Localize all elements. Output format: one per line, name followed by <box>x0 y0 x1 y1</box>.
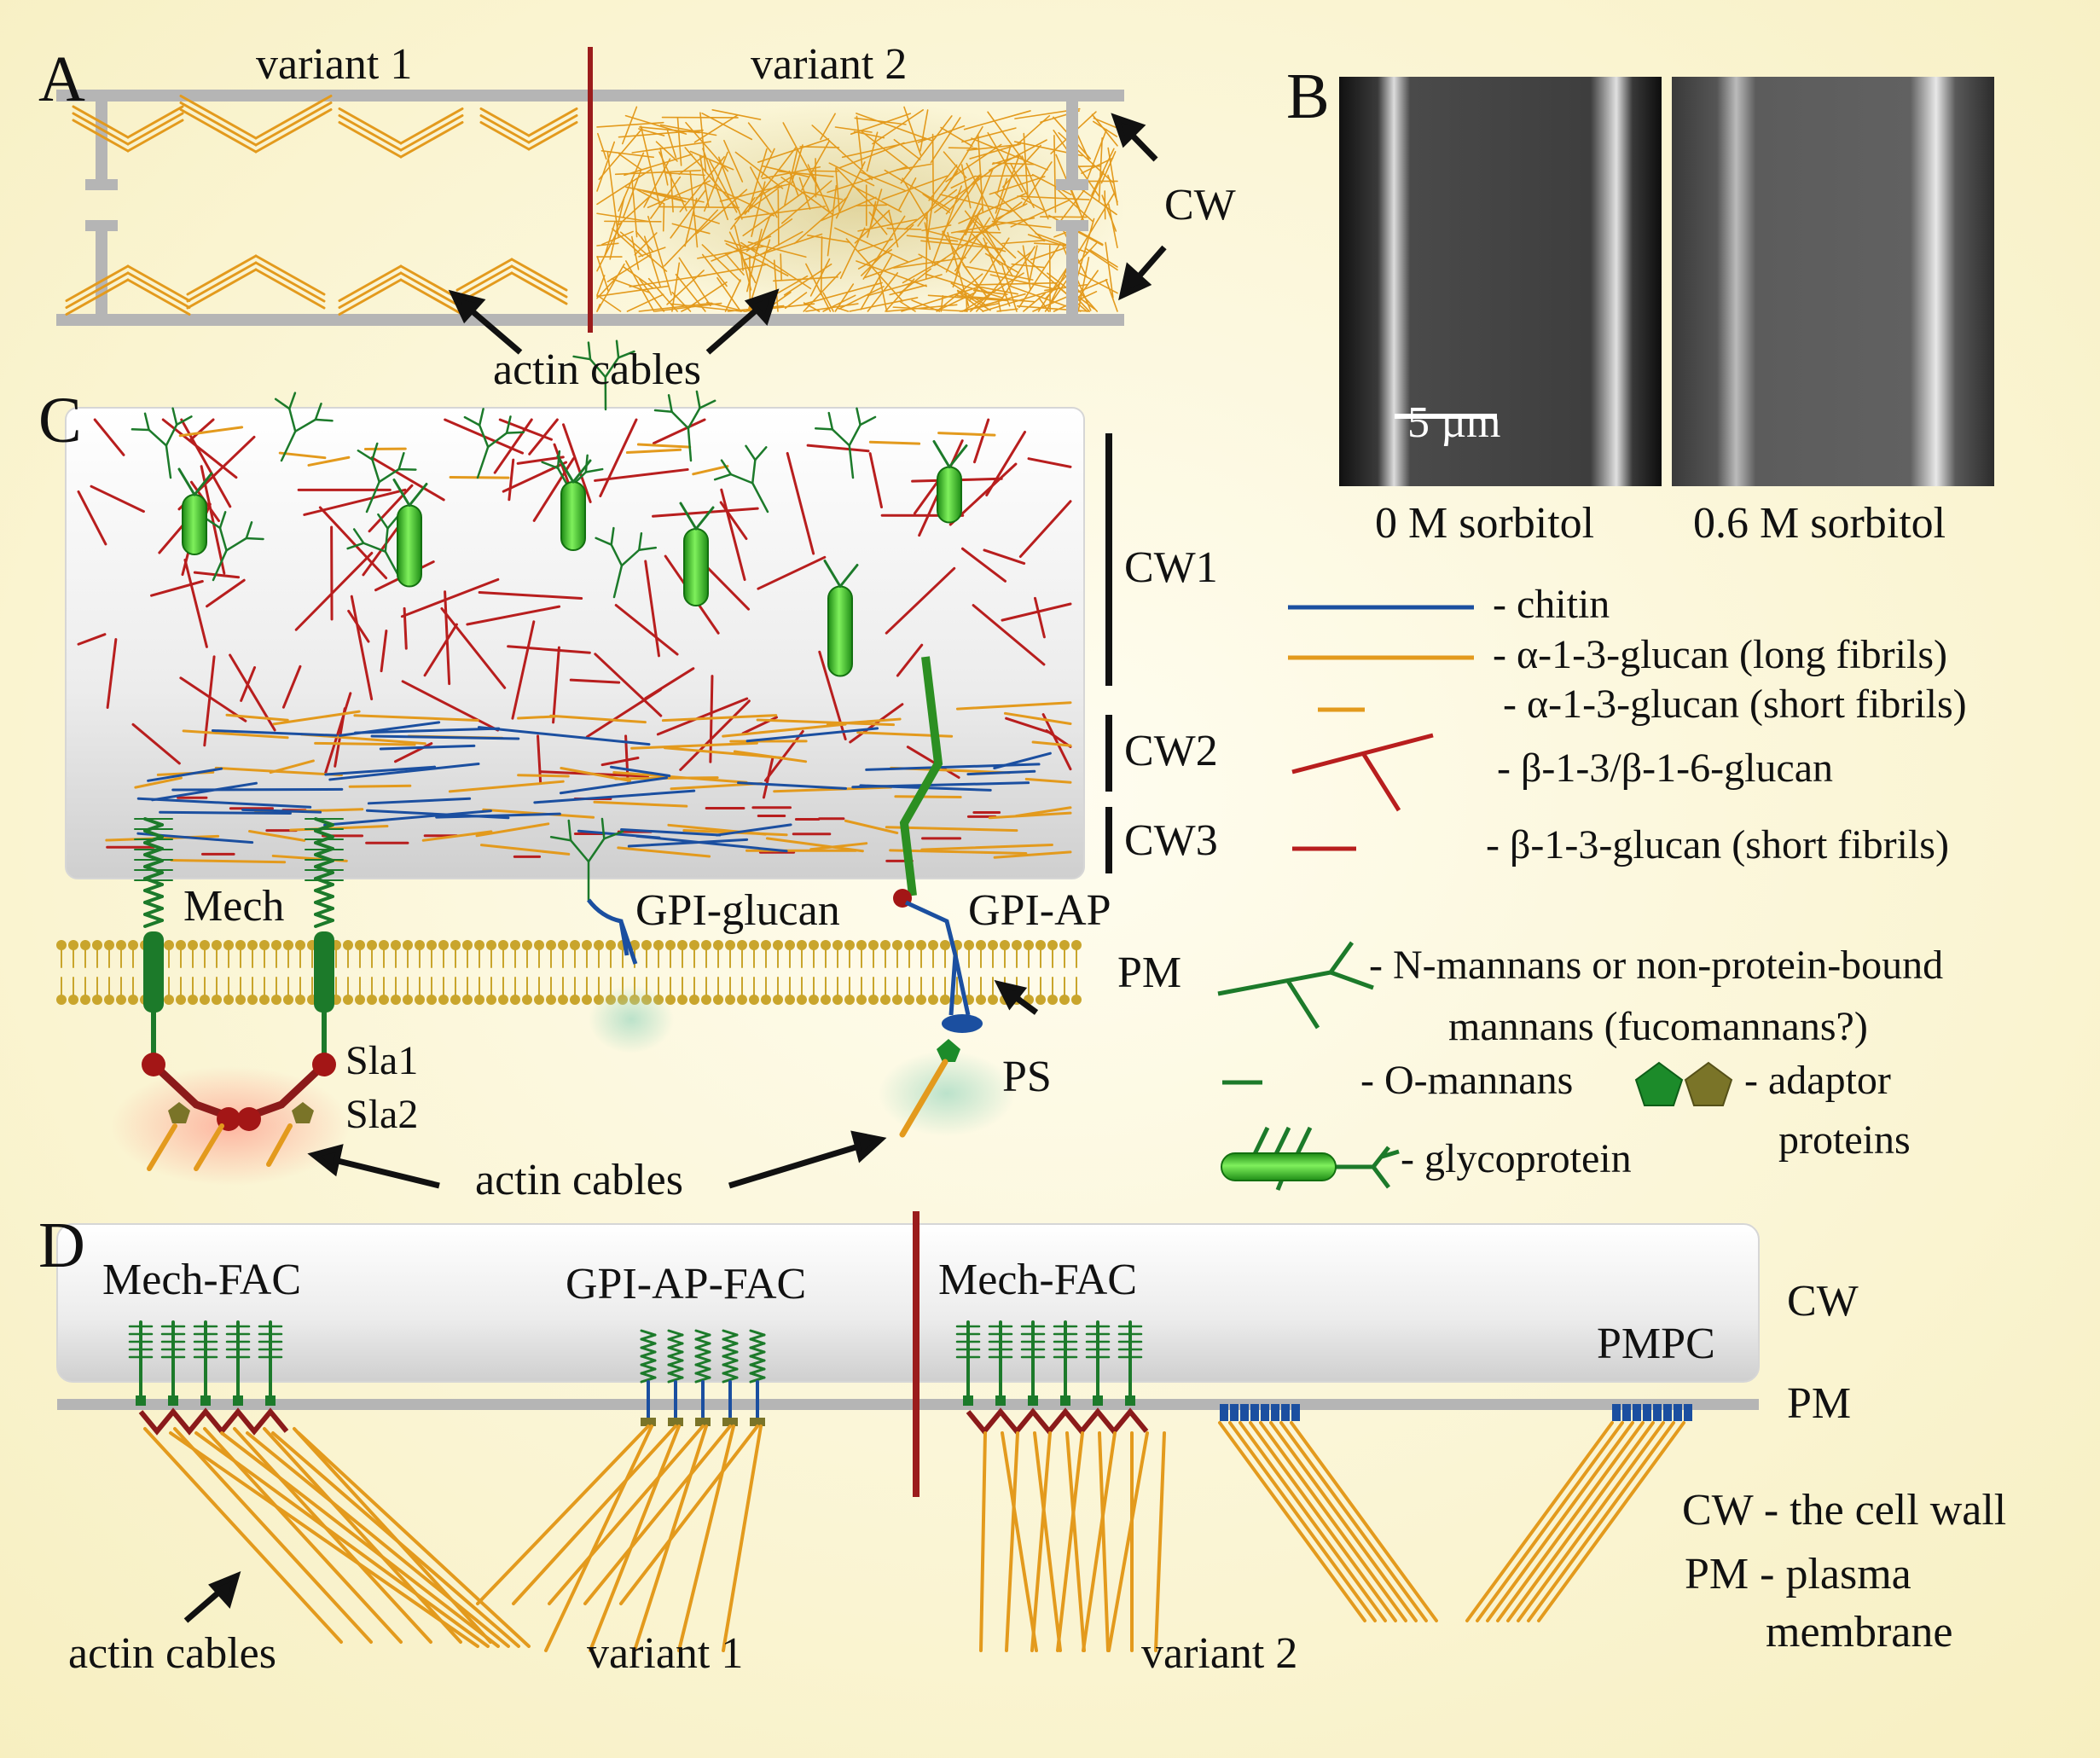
legend-beta-branch <box>1291 733 1434 812</box>
septum-right-cap-top <box>1056 179 1088 190</box>
septum-right-bottom <box>1066 220 1078 326</box>
d-variant2: variant 2 <box>1141 1629 1298 1678</box>
divider-line <box>588 47 593 333</box>
mech-complexes <box>134 817 344 1171</box>
variant2-actin-mesh <box>596 106 1118 312</box>
legend-adaptor-2: proteins <box>1778 1117 1911 1163</box>
d-abbr-cw: CW - the cell wall <box>1682 1486 2007 1535</box>
b-caption-left: 0 M sorbitol <box>1375 499 1595 548</box>
legend-o-mannans: - O-mannans <box>1360 1058 1574 1103</box>
ps-label: PS <box>1002 1053 1052 1101</box>
a-cw-label: CW <box>1164 181 1236 229</box>
panel-c <box>56 339 1112 1189</box>
variant2-fill <box>589 102 1124 314</box>
panel-d <box>56 1211 1760 1652</box>
d-abbr-pm-1: PM - plasma <box>1685 1550 1911 1598</box>
micrograph-06m <box>1672 77 1994 486</box>
panel-letter-d: D <box>38 1210 85 1281</box>
d-actin-cables: actin cables <box>68 1629 276 1678</box>
d-variant1: variant 1 <box>587 1629 744 1678</box>
legend-glycoprotein: - glycoprotein <box>1401 1136 1632 1181</box>
septum-left-bottom <box>96 220 107 326</box>
d-cell-wall <box>56 1223 1760 1383</box>
legend-n-mannans-2: mannans (fucomannans?) <box>1448 1004 1868 1049</box>
cw3-bar <box>1105 807 1112 873</box>
legend-beta-branched: - β-1-3/β-1-6-glucan <box>1497 746 1834 791</box>
gpi-glow <box>589 985 674 1053</box>
panel-letter-b: B <box>1286 61 1330 132</box>
actin-arrows-c <box>307 979 1039 1189</box>
d-pm: PM <box>1787 1379 1852 1428</box>
septum-left-top <box>96 90 107 190</box>
b-caption-right: 0.6 M sorbitol <box>1693 499 1946 548</box>
d-mech-fac-left: Mech-FAC <box>102 1256 302 1304</box>
legend-n-mannans-1: - N-mannans or non-protein-bound <box>1369 943 1944 988</box>
cw1-label: CW1 <box>1124 543 1218 592</box>
d-mech-fac-right: Mech-FAC <box>938 1256 1138 1304</box>
legend-mannan-branch <box>1217 941 1374 1030</box>
septum-right-top <box>1066 90 1078 190</box>
legend-symbols <box>1217 605 1733 1191</box>
d-cw: CW <box>1787 1277 1859 1326</box>
septum-left-cap-bottom <box>85 220 118 231</box>
legend-beta-short: - β-1-3-glucan (short fibrils) <box>1486 822 1949 867</box>
legend-adaptor-1: - adaptor <box>1744 1058 1891 1103</box>
beta-glucan-network <box>77 418 1072 862</box>
glycoprotein-icon <box>1221 1126 1400 1191</box>
d-plasma-membrane <box>57 1399 1759 1410</box>
sla1-label: Sla1 <box>345 1038 419 1083</box>
scale-bar-label: 5 µm <box>1407 398 1501 447</box>
cw-arrows <box>1111 113 1167 301</box>
adaptor-green-icon <box>1634 1061 1684 1106</box>
gpi-anchors <box>587 656 983 1138</box>
c-actin-cables-label: actin cables <box>475 1156 683 1204</box>
micrograph-0m-image <box>1339 77 1662 486</box>
micrograph-06m-image <box>1672 77 1994 486</box>
plasma-membrane <box>56 940 1082 1005</box>
a-variant2-label: variant 2 <box>751 40 908 89</box>
septum-left-cap-top <box>85 179 118 190</box>
c-pm-label: PM <box>1117 949 1182 997</box>
a-actin-cables-label: actin cables <box>493 345 701 394</box>
legend-alpha-short: - α-1-3-glucan (short fibrils) <box>1503 682 1967 727</box>
d-pmpc: PMPC <box>1597 1320 1715 1368</box>
d-gpi-ap-fac: GPI-AP-FAC <box>566 1260 807 1308</box>
cw1-bar <box>1105 433 1112 686</box>
legend-chitin: - chitin <box>1493 582 1610 627</box>
actin-arrow-d <box>183 1571 241 1623</box>
panel-letter-c: C <box>38 385 82 456</box>
cw3-label: CW3 <box>1124 816 1218 865</box>
d-complexes <box>128 1320 1692 1652</box>
a-variant1-label: variant 1 <box>256 40 413 89</box>
d-abbr-pm-2: membrane <box>1766 1608 1953 1656</box>
cell-wall-block <box>65 407 1085 879</box>
gpi-glucan-label: GPI-glucan <box>635 886 840 935</box>
d-divider-line <box>913 1211 919 1497</box>
septum-right-cap-bottom <box>1056 220 1088 231</box>
n-mannans <box>131 339 877 902</box>
adaptor-olive-icon <box>1684 1061 1733 1106</box>
variant1-actin-cables <box>65 95 578 316</box>
panel-letter-a: A <box>38 44 85 115</box>
glycoproteins <box>177 440 968 677</box>
sla2-label: Sla2 <box>345 1092 419 1137</box>
actin-arrows-a <box>448 288 780 355</box>
panel-a-cell <box>56 47 1167 355</box>
cw2-label: CW2 <box>1124 727 1218 775</box>
scale-bar <box>1395 414 1497 419</box>
gpi-ap-label: GPI-AP <box>968 886 1111 935</box>
cw2-bar <box>1105 715 1112 792</box>
mech-label: Mech <box>183 882 285 931</box>
legend-alpha-long: - α-1-3-glucan (long fibrils) <box>1493 632 1947 677</box>
micrograph-0m <box>1339 77 1662 486</box>
